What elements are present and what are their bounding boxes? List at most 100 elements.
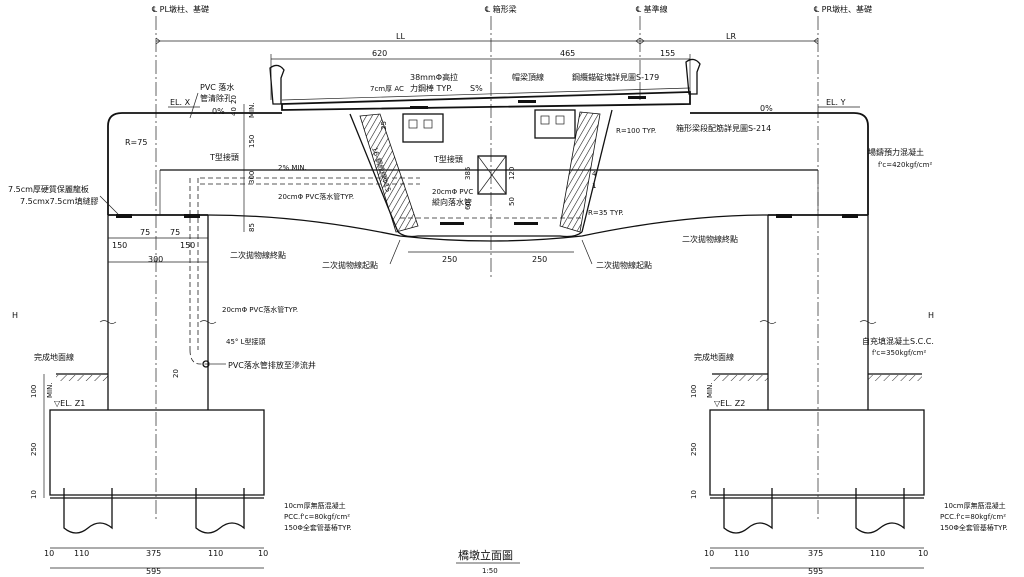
dim-v150: 150 (248, 135, 256, 148)
dim-f595a: 595 (146, 567, 161, 576)
label-pvc-drain-2: 管清除孔 (200, 93, 232, 103)
dim-f110a: 110 (74, 549, 89, 558)
label-l-joint: 45° L型接頭 (226, 337, 266, 346)
dim-150a: 150 (112, 241, 127, 250)
elevation-marks: EL. X EL. Y ▽EL. Z1 ▽EL. Z2 (54, 98, 860, 408)
dim-lr: LR (726, 32, 736, 41)
dim-150b: 150 (180, 241, 195, 250)
label-r35: R=35 TYP. (588, 209, 624, 217)
label-h-right: H (928, 311, 934, 320)
dim-620: 620 (372, 49, 387, 58)
dim-f375a: 375 (146, 549, 161, 558)
dim-f10d: 10 (918, 549, 928, 558)
label-pvc-drain-1: PVC 落水 (200, 82, 234, 92)
dim-v120: 120 (508, 167, 516, 180)
label-r75: R=75 (125, 138, 147, 147)
dim-ll: LL (396, 32, 405, 41)
dim-vminl: MIN. (46, 382, 54, 398)
dim-f110d: 110 (870, 549, 885, 558)
el-y: EL. Y (826, 98, 846, 107)
dim-v250l: 250 (30, 443, 38, 456)
label-bar-2: 力鋼棒 TYP. (410, 83, 452, 93)
label-pvc20-col: 20cmΦ PVC落水管TYP. (222, 305, 298, 314)
box-girder (269, 58, 701, 238)
dim-v85: 85 (248, 223, 256, 232)
drawing-title: 橋墩立面圖 1:50 (456, 548, 520, 575)
dim-f10c: 10 (704, 549, 714, 558)
dim-v300: 300 (248, 171, 256, 184)
label-pvc20-v1: 20cmΦ PVC (432, 188, 473, 196)
dim-250a: 250 (442, 255, 457, 264)
label-fc420: f'c=420kgf/cm² (878, 161, 932, 169)
dim-f375b: 375 (808, 549, 823, 558)
cl-box-label: ℄ 箱形梁 (485, 4, 517, 14)
el-z2: ▽EL. Z2 (714, 399, 745, 408)
el-x: EL. X (170, 98, 191, 107)
label-t-joint-left: T型接頭 (209, 152, 239, 162)
label-s: S% (470, 84, 483, 93)
cl-pr-label: ℄ PR墩柱、基礎 (814, 4, 872, 14)
dim-vminr: MIN. (706, 382, 714, 398)
label-ac: 7cm厚 AC (370, 85, 404, 93)
label-hard-rubber: 7.5cm厚硬質保麗龍板 (8, 184, 89, 194)
dim-v20: 20 (230, 95, 238, 104)
label-ground-r: 完成地面線 (694, 352, 734, 362)
label-lean-r-1: 10cm厚無筋混凝土 (944, 501, 1006, 510)
dim-v250r: 250 (690, 443, 698, 456)
dim-300: 300 (148, 255, 163, 264)
dim-v20b: 20 (172, 369, 180, 378)
label-cap-beam-top: 帽梁頂線 (512, 72, 544, 82)
label-r100: R=100 TYP. (616, 127, 656, 135)
label-sealant: 7.5cmx7.5cm填縫膠 (20, 196, 99, 206)
dim-v1: 1 (592, 182, 596, 190)
dim-v100l: 100 (30, 385, 38, 398)
dim-vmin: MIN. (248, 102, 256, 118)
label-zero-left: 0% (212, 107, 225, 116)
dimensions: 150 75 75 150 300 250 250 40 20 MIN. 150… (30, 95, 928, 576)
dim-f110b: 110 (208, 549, 223, 558)
label-zero-right: 0% (760, 104, 773, 113)
dim-155: 155 (660, 49, 675, 58)
label-pvc20-typ: 20cmΦ PVC落水管TYP. (278, 192, 354, 201)
top-dimensions: LL LR 620 465 155 (155, 32, 819, 100)
dim-f595b: 595 (808, 567, 823, 576)
label-h-left: H (12, 311, 18, 320)
label-lean-l-2: PCC.f'c=80kgf/cm² (284, 513, 350, 521)
label-bearing-plate: 鋼纜錨碇塊詳見圖S-179 (572, 72, 659, 82)
cl-ref-label: ℄ 基準線 (636, 4, 668, 14)
el-z1: ▽EL. Z1 (54, 399, 85, 408)
label-prestressed: 場鑄預力混凝土 (868, 147, 924, 157)
label-parabola-end-r: 二次拋物線終點 (682, 234, 738, 244)
dim-v385: 385 (464, 167, 472, 180)
dim-v10l: 10 (30, 490, 38, 499)
dim-75b: 75 (170, 228, 180, 237)
dim-v40: 40 (230, 107, 238, 116)
label-pile-l: 150Φ全套管基樁TYP. (284, 523, 352, 532)
footings (49, 373, 925, 534)
dim-250b: 250 (532, 255, 547, 264)
dim-v25: 25 (380, 121, 388, 130)
label-t-joint-mid: T型接頭 (433, 154, 463, 164)
scale: 1:50 (482, 567, 498, 575)
label-lean-r-2: PCC.f'c=80kgf/cm² (940, 513, 1006, 521)
label-fc350: f'c=350kgf/cm² (872, 349, 926, 357)
annotations: PVC 落水 管清除孔 7cm厚 AC 38mmΦ高拉 力鋼棒 TYP. S% … (8, 72, 1008, 532)
dim-v60: 60 (464, 201, 472, 210)
label-box-rebar: 箱形梁段配筋詳見圖S-214 (676, 123, 771, 133)
dim-f110c: 110 (734, 549, 749, 558)
dim-75a: 75 (140, 228, 150, 237)
centerlines: ℄ PL墩柱、基礎 ℄ 箱形梁 ℄ 基準線 ℄ PR墩柱、基礎 (152, 4, 872, 520)
dim-v50: 50 (508, 197, 516, 206)
label-to-well: PVC落水管排放至滲流井 (228, 360, 316, 370)
dim-465: 465 (560, 49, 575, 58)
label-bar-1: 38mmΦ高拉 (410, 72, 458, 82)
dim-v100r: 100 (690, 385, 698, 398)
label-lean-l-1: 10cm厚無筋混凝土 (284, 501, 346, 510)
label-parabola-start-l: 二次拋物線起點 (322, 260, 378, 270)
label-pvc20-v2: 縱向落水管 (432, 197, 472, 207)
title: 橋墩立面圖 (458, 548, 513, 562)
dim-v4: 4 (592, 170, 597, 178)
cl-pl-label: ℄ PL墩柱、基礎 (152, 4, 209, 14)
label-parabola-start-r: 二次拋物線起點 (596, 260, 652, 270)
